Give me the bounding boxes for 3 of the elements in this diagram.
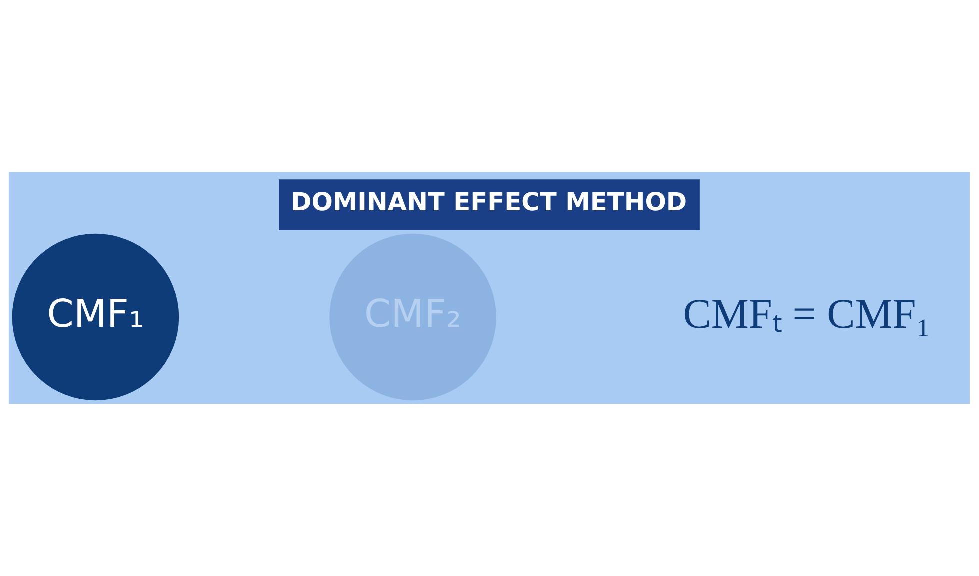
label: CMFₜ = CMF₁ (683, 290, 931, 338)
node-circle: CMF₁ (12, 234, 180, 401)
diagram-title: DOMINANT EFFECT METHOD (291, 188, 688, 217)
